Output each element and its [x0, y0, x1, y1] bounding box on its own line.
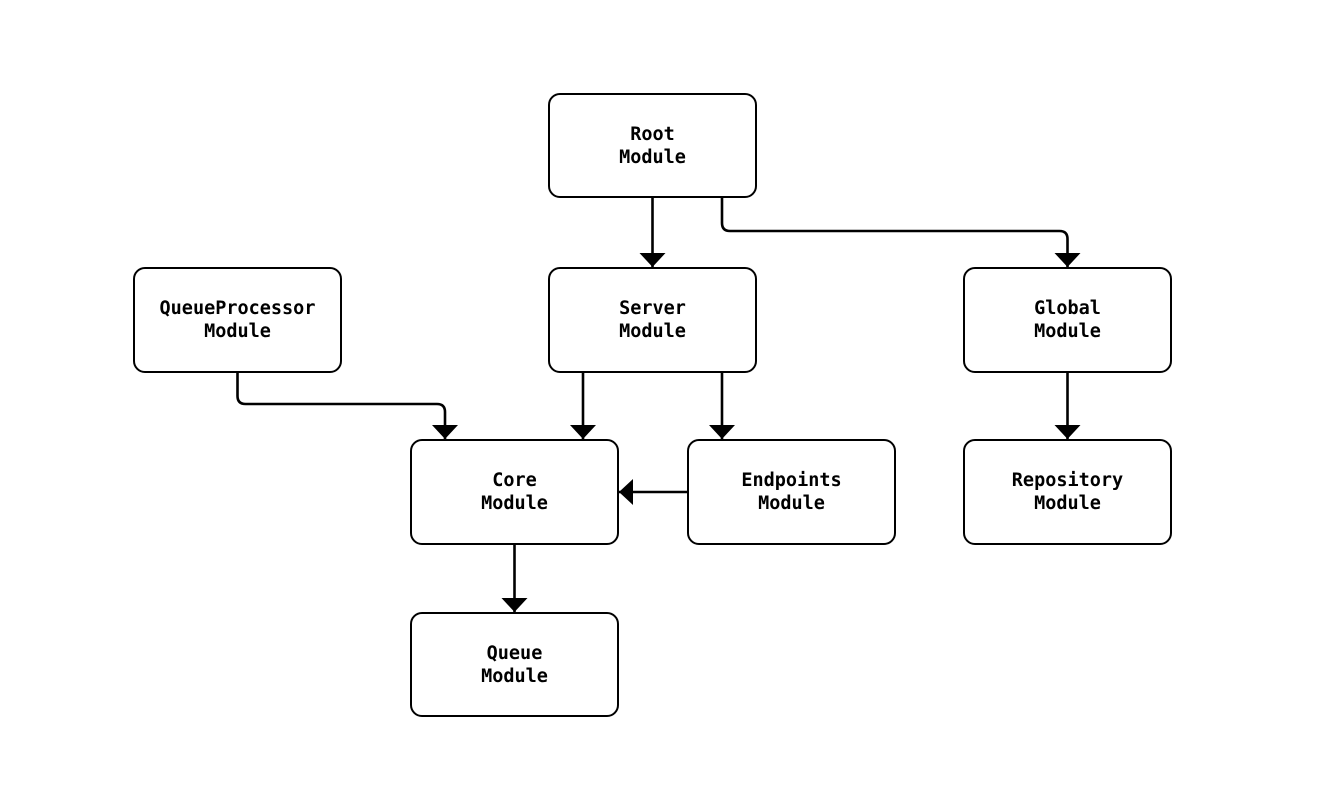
node-server-module: Server Module	[548, 267, 757, 373]
node-repository-module-label: Repository Module	[1011, 470, 1124, 514]
node-queue-module-label: Queue Module	[481, 642, 548, 687]
node-queue-module: Queue Module	[410, 612, 619, 717]
node-server-module-label: Server Module	[619, 298, 686, 342]
node-queueprocessor-module: QueueProcessor Module	[133, 267, 342, 373]
node-endpoints-module: Endpoints Module	[687, 439, 896, 545]
edge-root-to-global	[720, 198, 1081, 267]
node-global-module-label: Global Module	[1034, 298, 1101, 342]
node-global-module: Global Module	[963, 267, 1172, 373]
node-repository-module: Repository Module	[963, 439, 1172, 545]
node-queueprocessor-module-label: QueueProcessor Module	[159, 298, 316, 342]
node-core-module-label: Core Module	[481, 470, 548, 514]
node-root-module: Root Module	[548, 93, 757, 198]
node-endpoints-module-label: Endpoints Module	[741, 470, 842, 514]
node-root-module-label: Root Module	[619, 123, 686, 168]
node-core-module: Core Module	[410, 439, 619, 545]
edge-queueprocessor-to-core	[236, 373, 458, 439]
